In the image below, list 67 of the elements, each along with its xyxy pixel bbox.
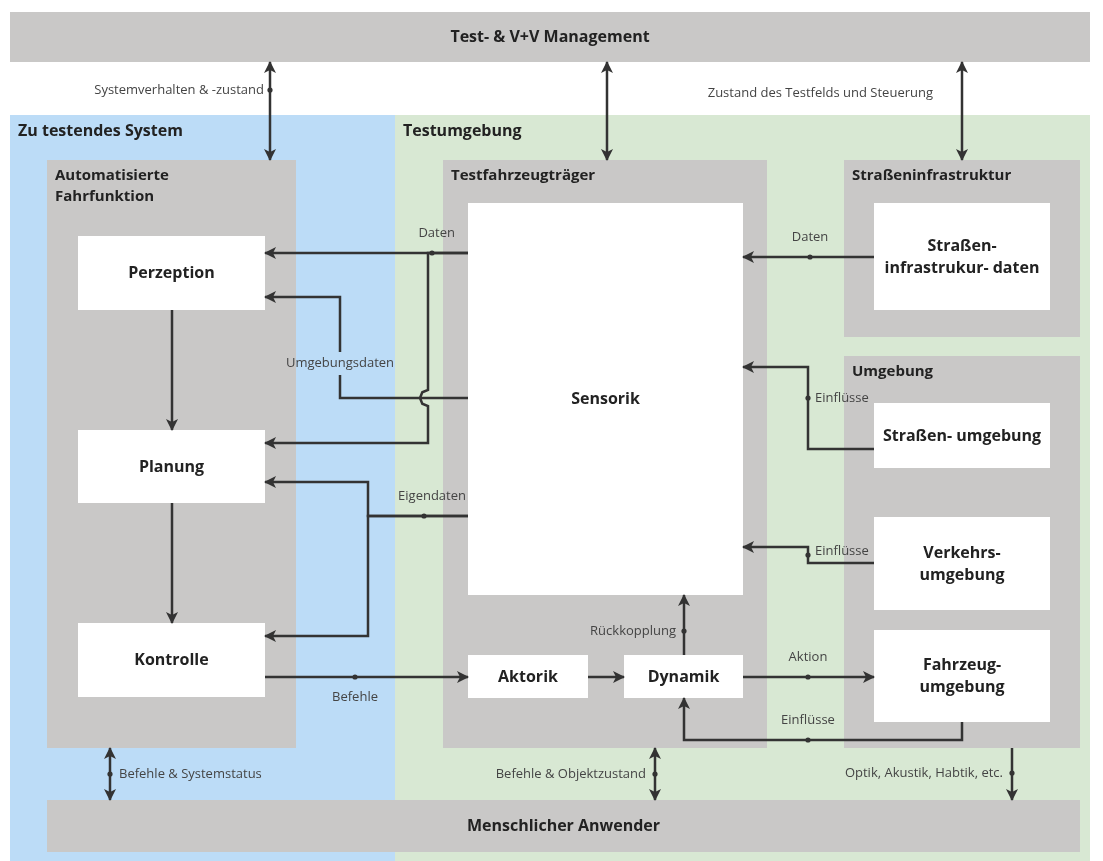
- group-title: Testumgebung: [403, 119, 522, 142]
- process-box: [78, 236, 265, 310]
- box-label: Dynamik: [646, 665, 721, 688]
- box-label: Kontrolle: [133, 649, 210, 671]
- arrow: [1006, 748, 1018, 801]
- arrow: [649, 747, 661, 801]
- arrow: [104, 747, 116, 801]
- group-title: Testfahrzeugträger: [451, 164, 596, 185]
- edge-label: Umgebungsdaten: [285, 355, 395, 371]
- arrow: [742, 251, 874, 263]
- box-label: Verkehrs- umgebung: [918, 541, 1006, 586]
- box-label: Planung: [137, 455, 206, 478]
- edge-label: Systemverhalten & -zustand: [94, 82, 264, 98]
- process-box: [624, 655, 743, 698]
- arrow: [264, 61, 276, 161]
- box-label: Fahrzeug- umgebung: [918, 654, 1006, 698]
- arrow: [742, 541, 874, 565]
- process-box: [874, 203, 1050, 310]
- edge-label: Befehle & Systemstatus: [119, 766, 262, 782]
- group-title: Umgebung: [852, 360, 934, 381]
- process-box: [468, 203, 743, 595]
- arrow: [743, 671, 875, 683]
- edge-label: Eigendaten: [398, 488, 466, 504]
- edge-label: Rückkopplung: [590, 623, 676, 639]
- process-box: [874, 517, 1050, 610]
- edge-label: Befehle: [332, 689, 378, 705]
- process-box: [78, 430, 265, 503]
- system-region: [10, 115, 395, 861]
- header-bar: [10, 12, 1090, 62]
- group-title: Zu testendes System: [18, 119, 183, 142]
- arrow: [265, 671, 469, 683]
- edge-label: Einflüsse: [815, 390, 869, 406]
- environment-region: [395, 115, 1090, 861]
- arrow: [166, 503, 178, 624]
- arrow: [264, 251, 468, 449]
- arrow: [678, 697, 964, 742]
- arrow: [588, 671, 625, 683]
- box-label: Aktorik: [497, 665, 559, 688]
- edge-label: Aktion: [788, 649, 828, 665]
- edge-label: Einflüsse: [815, 543, 869, 559]
- box-label: Test- & V+V Management: [449, 26, 651, 48]
- arrow: [263, 291, 470, 400]
- process-box: [468, 655, 588, 698]
- box-label: Sensorik: [570, 388, 641, 410]
- edge-label: Daten: [418, 225, 455, 241]
- group-panel: [844, 160, 1080, 337]
- box-label: Menschlicher Anwender: [465, 815, 662, 837]
- edge-label: Befehle & Objektzustand: [495, 766, 646, 782]
- edge-label: Einflüsse: [781, 712, 835, 728]
- box-label: Straßen- infrastrukur- daten: [883, 234, 1041, 279]
- arrow: [678, 594, 690, 655]
- process-box: [874, 630, 1050, 722]
- arrow: [264, 514, 468, 642]
- group-title: Automatisierte Fahrfunktion: [55, 164, 170, 206]
- arrow: [742, 361, 874, 451]
- edge-label: Optik, Akustik, Habtik, etc.: [844, 765, 1003, 781]
- arrow: [601, 61, 613, 161]
- group-title: Straßeninfrastruktur: [852, 164, 1012, 185]
- arrow: [166, 310, 178, 431]
- edge-label: Zustand des Testfelds und Steuerung: [707, 85, 933, 101]
- footer-bar: [47, 800, 1080, 852]
- arrow: [956, 61, 968, 161]
- box-label: Straßen- umgebung: [881, 424, 1043, 447]
- box-label: Perzeption: [127, 262, 216, 284]
- process-box: [874, 403, 1050, 468]
- process-box: [78, 623, 265, 697]
- edge-label: Daten: [791, 229, 829, 245]
